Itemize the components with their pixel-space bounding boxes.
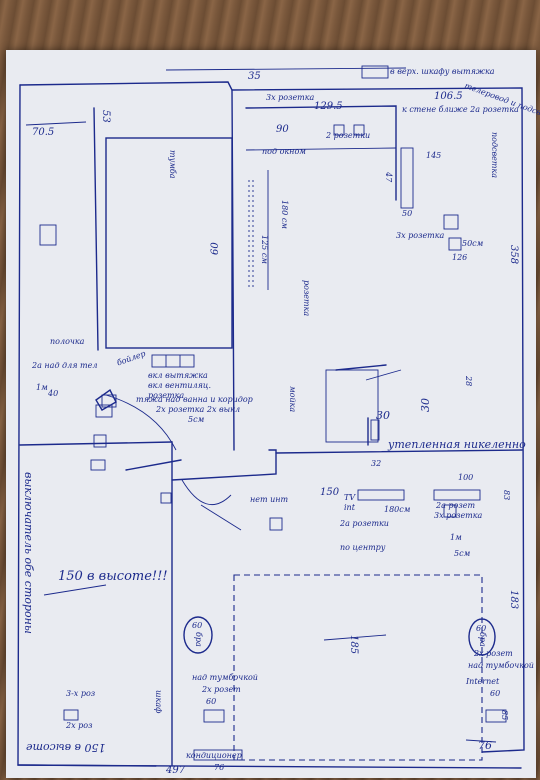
note-bath-3: розетка — [148, 391, 185, 400]
note-bath: вкл вытяжка — [148, 371, 208, 380]
label-bed-note-b: над тумбочкой — [468, 661, 534, 670]
label-socket-3x-b: 3х розетка — [434, 511, 483, 520]
label-socket-3x: 3х розетка — [396, 231, 445, 240]
dim-83: 83 — [502, 490, 511, 501]
label-bed-note-a: над тумбочкой — [192, 673, 258, 682]
label-two-sockets-r: 2а розетки — [340, 519, 389, 528]
dim-room-a: 129.5 — [314, 101, 343, 112]
dim-76a: 76 — [214, 763, 225, 772]
label-height-note: 150 в высоте!!! — [58, 569, 168, 584]
label-left-vertical: выключатель обе стороны — [22, 472, 35, 634]
dim-top: 35 — [248, 71, 261, 82]
dim-center: 185 — [348, 635, 359, 655]
note-corridor-2: 2х розетка 2х выкл — [156, 405, 241, 414]
outer-wall-left — [17, 84, 157, 767]
inner-wall-mid — [19, 441, 173, 446]
dim-126: 126 — [452, 253, 468, 262]
label-conditioner: кондиционер — [186, 751, 242, 760]
dim-60a: 60 — [192, 621, 203, 630]
label-sinks: мойка — [288, 386, 297, 413]
note-bath-2: вкл вентиляц. — [148, 381, 211, 390]
label-int: int — [344, 503, 355, 512]
room-outline — [105, 137, 233, 349]
label-inet-top: нет инт — [250, 495, 289, 504]
note-shelf: полочка — [50, 337, 85, 346]
bra-circle — [468, 618, 496, 656]
bathroom-unit — [325, 369, 379, 443]
label-bottom-sockets-2: 2х роз — [66, 721, 93, 730]
note-ceiling: подсветка — [490, 132, 499, 179]
dim-100: 100 — [458, 473, 474, 482]
label-kitchen-center: по центру — [340, 543, 386, 552]
label-door-wardrobe: шкаф — [154, 690, 163, 714]
kitchen-counter — [245, 105, 397, 201]
dim-28: 28 — [464, 376, 473, 387]
dim-60b: 60 — [476, 624, 487, 633]
dim-5cm-b: 5см — [454, 549, 471, 558]
label-bra-b: бра — [478, 632, 487, 647]
outer-wall — [19, 81, 525, 753]
floor-plan-sheet: 35 129.5 106.5 70.5 53 358 497 150 185 1… — [6, 50, 540, 778]
dim-40: 40 — [48, 389, 59, 398]
dim-145: 145 — [426, 151, 442, 160]
dim-height-b: 125 см — [260, 235, 269, 264]
dim-corridor: 150 — [320, 487, 340, 498]
dim-76b: 76 — [478, 739, 492, 752]
dim-5cm-a: 5см — [188, 415, 205, 424]
box — [361, 65, 389, 79]
dim-30a: 30 — [376, 409, 390, 422]
dim-1m-b: 1м — [450, 533, 462, 542]
note-top-right: в верх. шкафу вытяжка — [390, 67, 495, 76]
label-internet-r: Internet — [466, 677, 500, 686]
dim-85: 85 — [500, 710, 509, 721]
outer-wall-bottom — [17, 764, 522, 769]
note-stove: к стене ближе 2а розетка — [402, 105, 519, 114]
label-heated-floor: утепленная никеленно — [388, 438, 526, 451]
note-under-window: под окном — [262, 147, 306, 156]
floor-plan-drawing — [17, 65, 525, 769]
note-socket-top: 3х розетка — [266, 93, 315, 102]
stove-unit — [400, 147, 414, 209]
dashed-area — [233, 574, 483, 761]
note-two-sockets: 2а над для тел — [32, 361, 98, 370]
scribble — [95, 388, 117, 411]
note-socket-pair: 2 розетки — [326, 131, 371, 140]
door-arc — [181, 479, 232, 505]
dim-left-margin: 53 — [100, 110, 111, 123]
label-tumba: тумба — [168, 150, 177, 179]
dim-left-top: 70.5 — [32, 127, 55, 138]
note-corridor: тяжа над ванна и коридор — [136, 395, 253, 404]
dim-right-lower: 183 — [508, 590, 519, 610]
label-bottom-sockets: 3-х роз — [66, 689, 96, 698]
label-socket-mid: розетка — [302, 280, 311, 317]
inner-wall-room — [93, 107, 99, 351]
label-bed-note-b2: 2х розет — [474, 649, 513, 658]
inner-wall-step — [171, 449, 277, 481]
dim-right: 358 — [508, 245, 519, 265]
dim-bottom: 497 — [166, 765, 186, 776]
dim-60d: 60 — [490, 689, 501, 698]
label-bed-note-a2: 2х розет — [202, 685, 241, 694]
dim-small-top: 90 — [276, 124, 289, 135]
label-bra-a: бра — [194, 632, 203, 647]
dim-60c: 60 — [206, 697, 217, 706]
dim-50: 50 — [402, 209, 413, 218]
dim-180tv: 180см — [384, 505, 411, 514]
dim-50cm: 50см — [462, 239, 484, 248]
inner-wall-divider — [275, 449, 523, 454]
dim-1m-a: 1м — [36, 383, 48, 392]
dim-30b: 30 — [419, 398, 432, 412]
dim-47: 47 — [384, 172, 393, 183]
dim-small-a: 60 — [210, 242, 221, 255]
bra-circle — [183, 616, 213, 654]
dim-32: 32 — [371, 459, 382, 468]
label-bottom-left: 150 в высоте — [26, 741, 106, 754]
dim-height-a: 180 см — [280, 200, 289, 229]
dim-room-b: 106.5 — [434, 91, 463, 102]
label-tv: TV — [344, 493, 356, 502]
box — [39, 224, 57, 246]
label-two-sockets-r2: 2а розет — [436, 501, 476, 510]
